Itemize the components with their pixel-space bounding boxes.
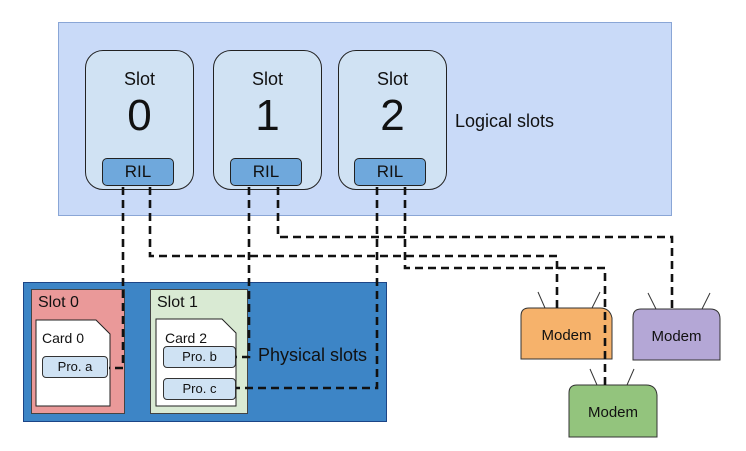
card-0-label: Card 0 [42,330,85,346]
connector-ril0-modem [148,187,559,308]
logical-slot-number: 1 [255,91,280,140]
connector-ril1-modem [276,187,674,309]
profile-b: Pro. b [163,346,236,368]
modem-green-shape [568,384,658,438]
logical-slots-label: Logical slots [455,111,555,131]
profile-a: Pro. a [42,356,108,378]
logical-slot-number: 2 [380,91,405,140]
physical-slots-label: Physical slots [258,345,368,365]
ril-2: RIL [354,158,426,186]
connector-ril2-pro-c [236,187,379,390]
modem-orange-shape [520,307,613,360]
modem-purple-label: Modem [651,328,702,345]
logical-slot-number: 0 [127,91,152,140]
modem-antennas [537,291,711,386]
card-2-label: Card 2 [165,330,208,346]
logical-slot-1: Slot 1 [213,50,322,190]
physical-slot-title: Slot 1 [157,294,198,311]
logical-slot-title: Slot [376,69,409,89]
ril-0: RIL [102,158,174,186]
connector-ril2-modem [403,187,607,385]
modem-green-label: Modem [587,404,639,421]
physical-slot-title: Slot 0 [38,294,79,311]
profile-c: Pro. c [163,378,236,400]
logical-slot-title: Slot [123,69,156,89]
ril-1: RIL [230,158,302,186]
modem-orange-label: Modem [541,327,592,344]
modem-purple-shape [632,308,721,361]
connector-ril1-pro-b [236,187,251,359]
connector-ril0-pro-a [109,187,125,370]
connectors [109,187,674,390]
logical-slot-title: Slot [251,69,284,89]
